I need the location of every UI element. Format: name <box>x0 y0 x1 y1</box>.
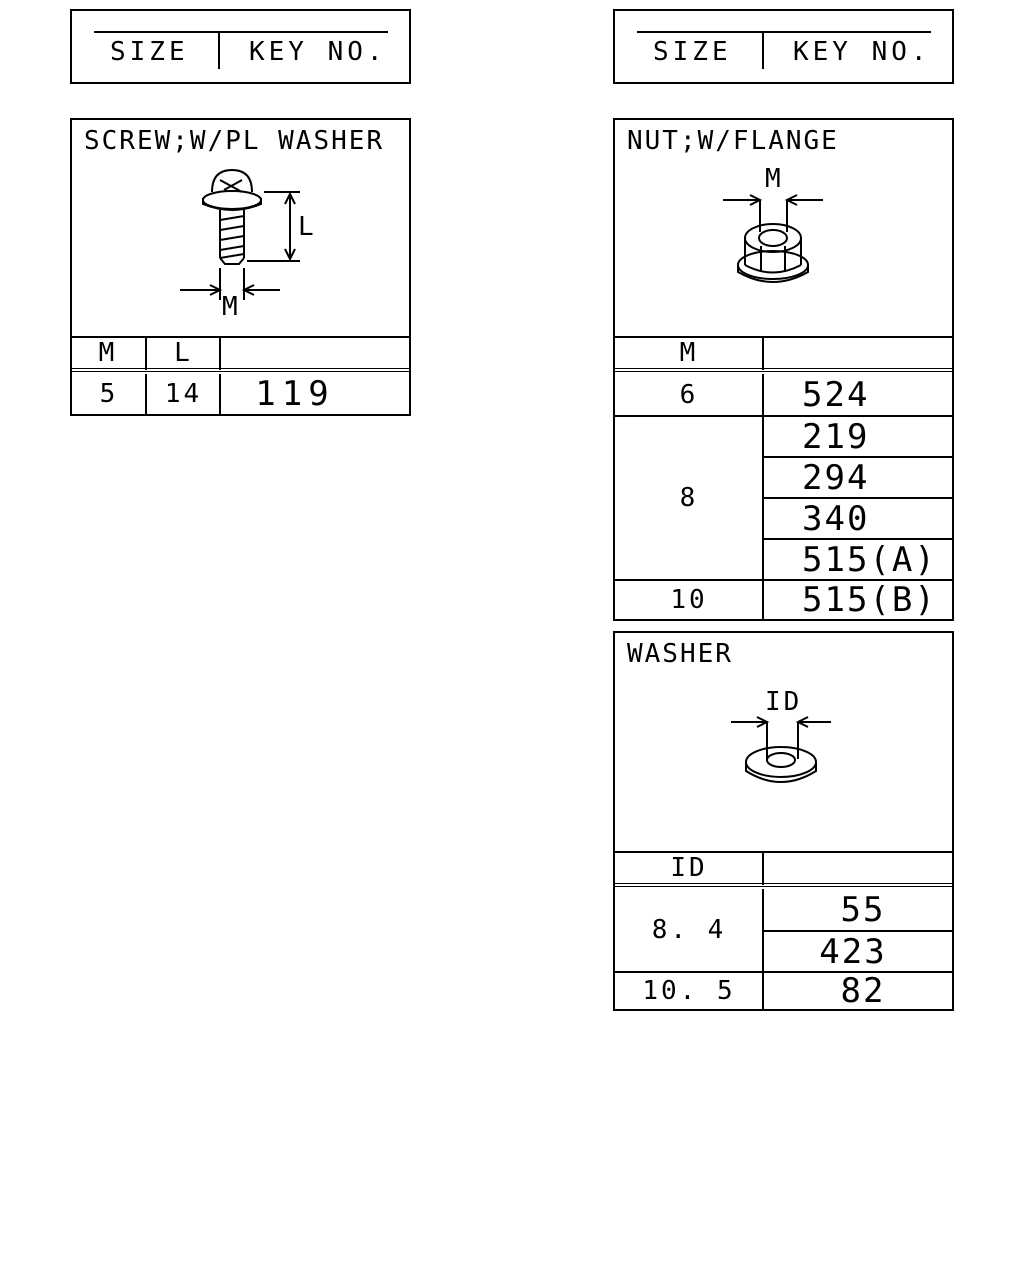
col-key-header <box>219 336 409 370</box>
col-key-header <box>762 851 952 885</box>
screw-title: SCREW;W/PL WASHER <box>84 126 385 156</box>
header-rule <box>94 31 388 33</box>
cell-m-10: 10 <box>615 579 763 619</box>
key-no-label: KEY NO. <box>249 37 387 67</box>
col-l-header: L <box>145 336 220 370</box>
nut-title: NUT;W/FLANGE <box>627 126 839 156</box>
cell-m-8: 8 <box>615 415 763 579</box>
header-divider <box>218 31 220 69</box>
dim-m-label: M <box>765 164 784 194</box>
cell-key: 524 <box>762 374 952 415</box>
washer-title: WASHER <box>627 639 733 669</box>
size-label: SIZE <box>653 37 732 67</box>
header-rule <box>637 31 931 33</box>
cell-key: 423 <box>762 930 952 972</box>
cell-key: 515(B) <box>762 579 952 620</box>
dim-id-label: ID <box>765 687 803 717</box>
size-label: SIZE <box>110 37 189 67</box>
col-id-header: ID <box>670 853 708 883</box>
dim-l-label: L <box>298 212 317 242</box>
key-no-label: KEY NO. <box>793 37 931 67</box>
cell-id-10-5: 10. 5 <box>615 971 763 1009</box>
nut-panel: NUT;W/FLANGE M M 6 524 8 219 294 340 515… <box>613 118 954 621</box>
cell-key: 82 <box>762 971 952 1011</box>
screw-drawing <box>180 168 300 300</box>
table-row: 5 14 119 <box>72 374 409 414</box>
cell-key: 219 <box>762 415 952 457</box>
washer-drawing <box>731 716 831 783</box>
cell-id-8-4: 8. 4 <box>651 915 727 945</box>
washer-table-header: ID <box>615 851 952 887</box>
cell-l: 14 <box>145 374 220 414</box>
cell-m: 5 <box>99 379 119 409</box>
cell-key: 515(A) <box>762 538 952 580</box>
cell-key: 55 <box>762 889 952 930</box>
nut-drawing <box>723 194 823 283</box>
col-m-header: M <box>98 338 118 368</box>
screw-panel: SCREW;W/PL WASHER L M M L 5 14 119 <box>70 118 411 416</box>
col-m-header: M <box>679 338 699 368</box>
cell-key: 119 <box>219 374 409 414</box>
washer-panel: WASHER ID ID 8. 4 55 423 10. 5 82 <box>613 631 954 1011</box>
dim-m-label: M <box>222 292 241 322</box>
cell-key: 294 <box>762 456 952 498</box>
header-divider <box>762 31 764 69</box>
right-size-key-header: SIZE KEY NO. <box>613 9 954 84</box>
screw-table-header: M L <box>72 336 409 372</box>
cell-m-6: 6 <box>679 379 699 410</box>
col-key-header <box>762 336 952 370</box>
left-size-key-header: SIZE KEY NO. <box>70 9 411 84</box>
nut-table-header: M <box>615 336 952 372</box>
cell-key: 340 <box>762 497 952 539</box>
